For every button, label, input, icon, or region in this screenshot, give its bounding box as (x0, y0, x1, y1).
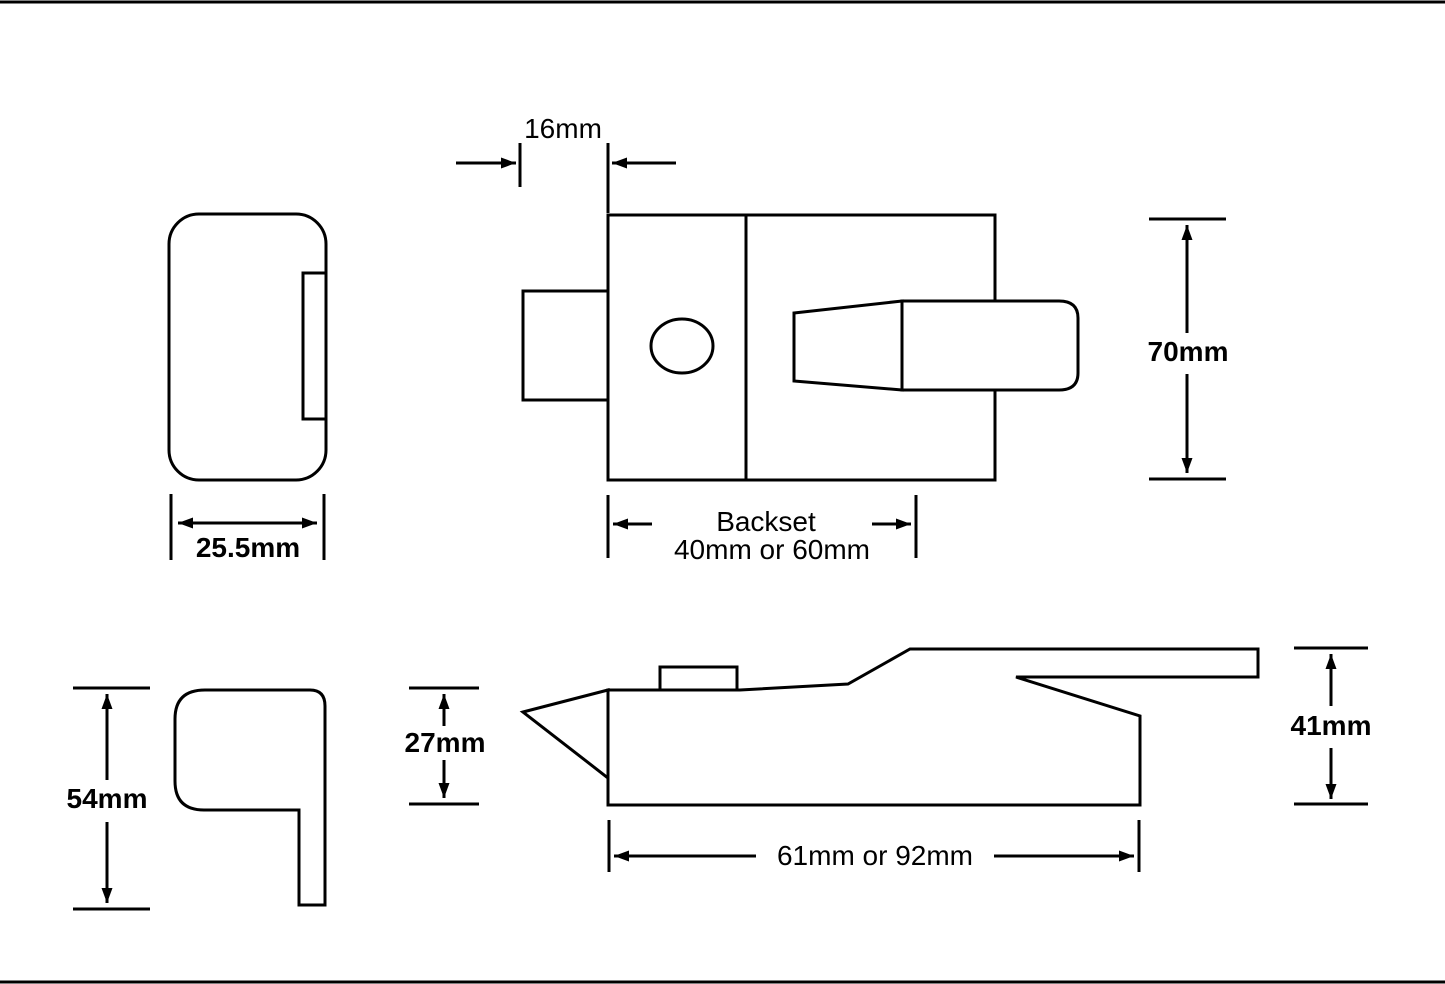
dimension-handle-height (1294, 646, 1368, 806)
latch-bolt (521, 289, 610, 402)
dimension-profile-height (409, 686, 479, 806)
cylinder-hole (649, 317, 715, 375)
case-height-label: 70mm (1148, 336, 1229, 367)
case-length-label: 61mm or 92mm (777, 840, 973, 871)
profile-height-label: 27mm (405, 727, 486, 758)
backset-title-label: Backset (716, 506, 816, 537)
lock-case-profile-outline (606, 647, 1260, 807)
knob-handle (900, 299, 1080, 392)
view-side-profile (167, 212, 328, 482)
snib-button (658, 665, 739, 693)
dimension-case-depth (169, 494, 326, 560)
dimension-case-length (607, 820, 1141, 872)
keep-outline (173, 688, 327, 907)
spindle-width-label: 16mm (524, 113, 602, 144)
case-depth-label: 25.5mm (196, 532, 300, 563)
knob-neck (792, 299, 904, 392)
dimension-spindle-width (456, 143, 676, 213)
faceplate-edge (301, 271, 328, 421)
keep-height-label: 54mm (67, 783, 148, 814)
handle-height-label: 41mm (1291, 710, 1372, 741)
latch-bolt-profile (519, 688, 610, 782)
view-horizontal-profile (519, 647, 1260, 807)
dimension-case-height (1149, 217, 1226, 481)
backset-values-label: 40mm or 60mm (674, 534, 870, 565)
dimension-backset (606, 495, 918, 558)
view-front (521, 213, 1080, 482)
dimension-keep-height (73, 686, 150, 911)
view-keep (173, 688, 327, 907)
